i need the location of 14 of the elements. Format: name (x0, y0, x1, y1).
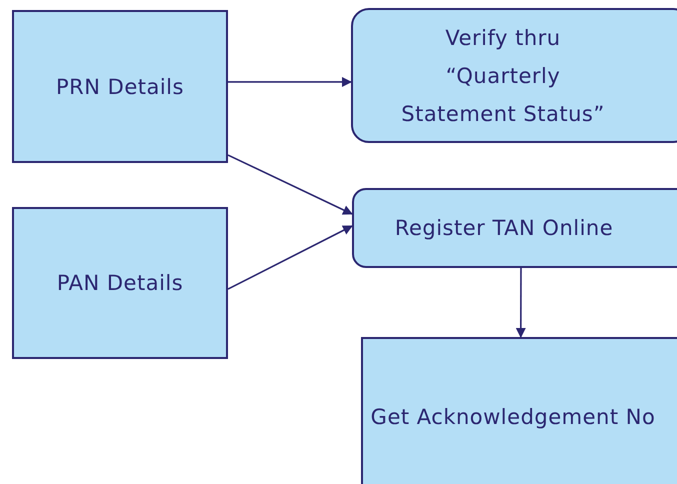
arrow (516, 268, 526, 338)
arrow (228, 154, 353, 215)
box-label: PAN Details (56, 270, 184, 297)
process-box (361, 337, 677, 484)
box-label: PRN Details (56, 74, 184, 100)
arrow (228, 76, 352, 87)
rounded-process-box (352, 188, 677, 268)
arrow (228, 225, 353, 290)
box-label: Get Acknowledgement No (370, 404, 656, 431)
box-label: Register TAN Online (394, 215, 614, 242)
process-box (12, 10, 228, 163)
process-box (12, 207, 228, 359)
box-label: Verify thru “Quarterly Statement Status” (400, 24, 606, 128)
rounded-process-box (351, 8, 677, 143)
